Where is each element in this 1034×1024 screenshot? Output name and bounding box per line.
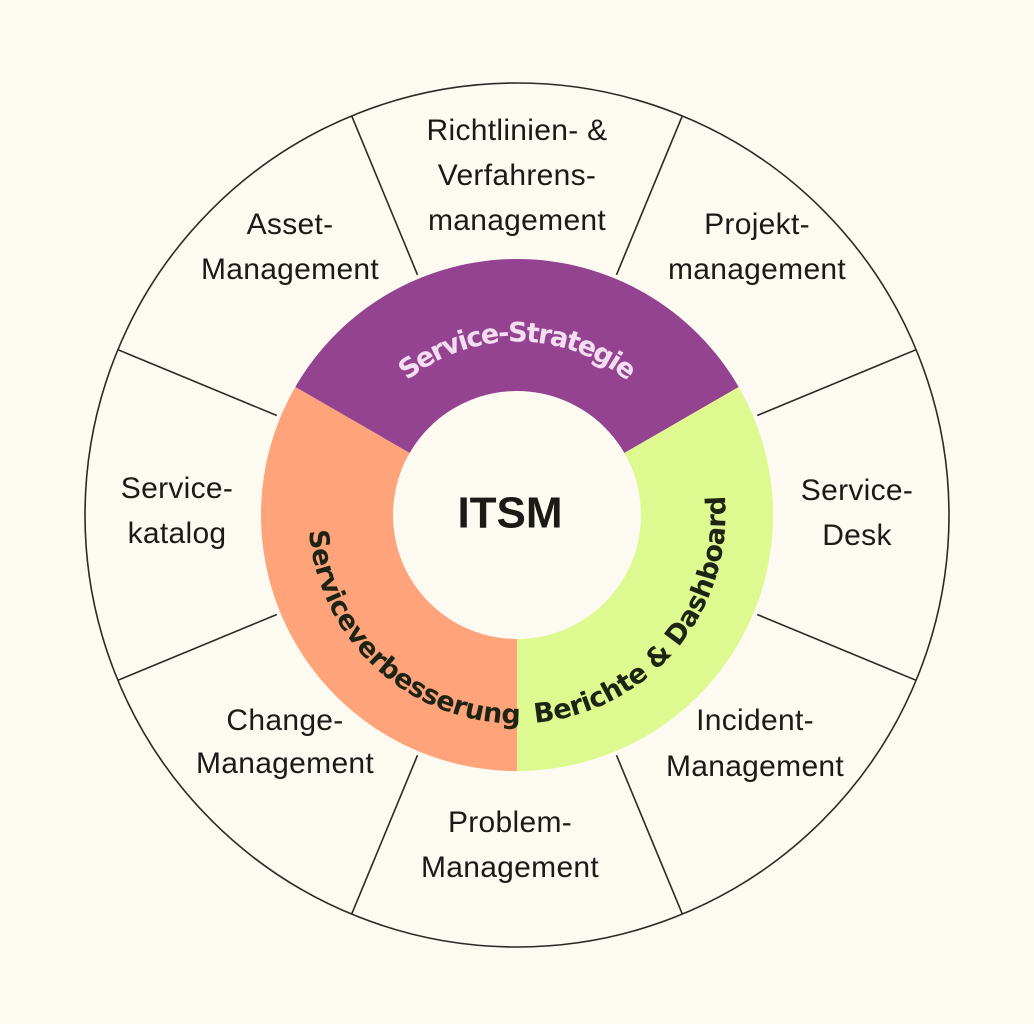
- segment-label-line: management: [668, 253, 846, 286]
- segment-label-line: Management: [666, 750, 844, 783]
- segment-label-line: Service-: [801, 474, 913, 507]
- center-hub: [393, 391, 641, 639]
- divider-line: [615, 754, 684, 915]
- segment-label-line: Incident-: [696, 704, 814, 737]
- ring-segment-serviceverbesserung: [261, 387, 517, 771]
- outer-ring-dividers: [117, 115, 917, 915]
- segment-label-line: Management: [421, 851, 599, 884]
- divider-line: [350, 754, 419, 915]
- center-title: ITSM: [457, 489, 562, 538]
- segment-label-servicekatalog: Service-katalog: [121, 472, 233, 550]
- segment-label-line: Desk: [822, 519, 892, 552]
- segment-label-line: Asset-: [247, 208, 334, 241]
- outer-ring-border: [84, 82, 950, 948]
- segment-label-projektmanagement: Projekt-management: [668, 208, 846, 286]
- divider-line: [756, 348, 917, 417]
- divider-line: [117, 348, 278, 417]
- ring-segment-berichte-dashboard: [517, 387, 773, 771]
- divider-line: [117, 613, 278, 682]
- segment-label-line: Richtlinien- &: [427, 114, 608, 147]
- segment-label-asset-management: Asset- Management: [201, 208, 379, 286]
- segment-label-line: katalog: [128, 517, 227, 550]
- segment-label-line: Management: [201, 253, 379, 286]
- segment-label-line: Problem-: [448, 806, 572, 839]
- segment-label-line: Service-: [121, 472, 233, 505]
- segment-label-line: Projekt-: [704, 208, 810, 241]
- ring-segment-service-strategie: [295, 259, 739, 454]
- segment-label-line: Management: [196, 747, 374, 780]
- segment-label-line: Change-: [226, 704, 343, 737]
- segment-label-richtlinien-verfahrensmanagement: Richtlinien- & Verfahrens-management: [427, 114, 608, 237]
- divider-line: [756, 613, 917, 682]
- inner-ring: [261, 259, 773, 771]
- segment-label-line: management: [428, 204, 606, 237]
- segment-label-incident-management: Incident- Management: [666, 704, 844, 783]
- segment-label-service-desk: Service- Desk: [801, 474, 913, 552]
- segment-label-line: Verfahrens-: [438, 159, 596, 192]
- divider-line: [350, 115, 419, 276]
- segment-label-problem-management: Problem- Management: [421, 806, 599, 884]
- segment-label-change-management: Change- Management: [196, 704, 374, 780]
- divider-line: [615, 115, 684, 276]
